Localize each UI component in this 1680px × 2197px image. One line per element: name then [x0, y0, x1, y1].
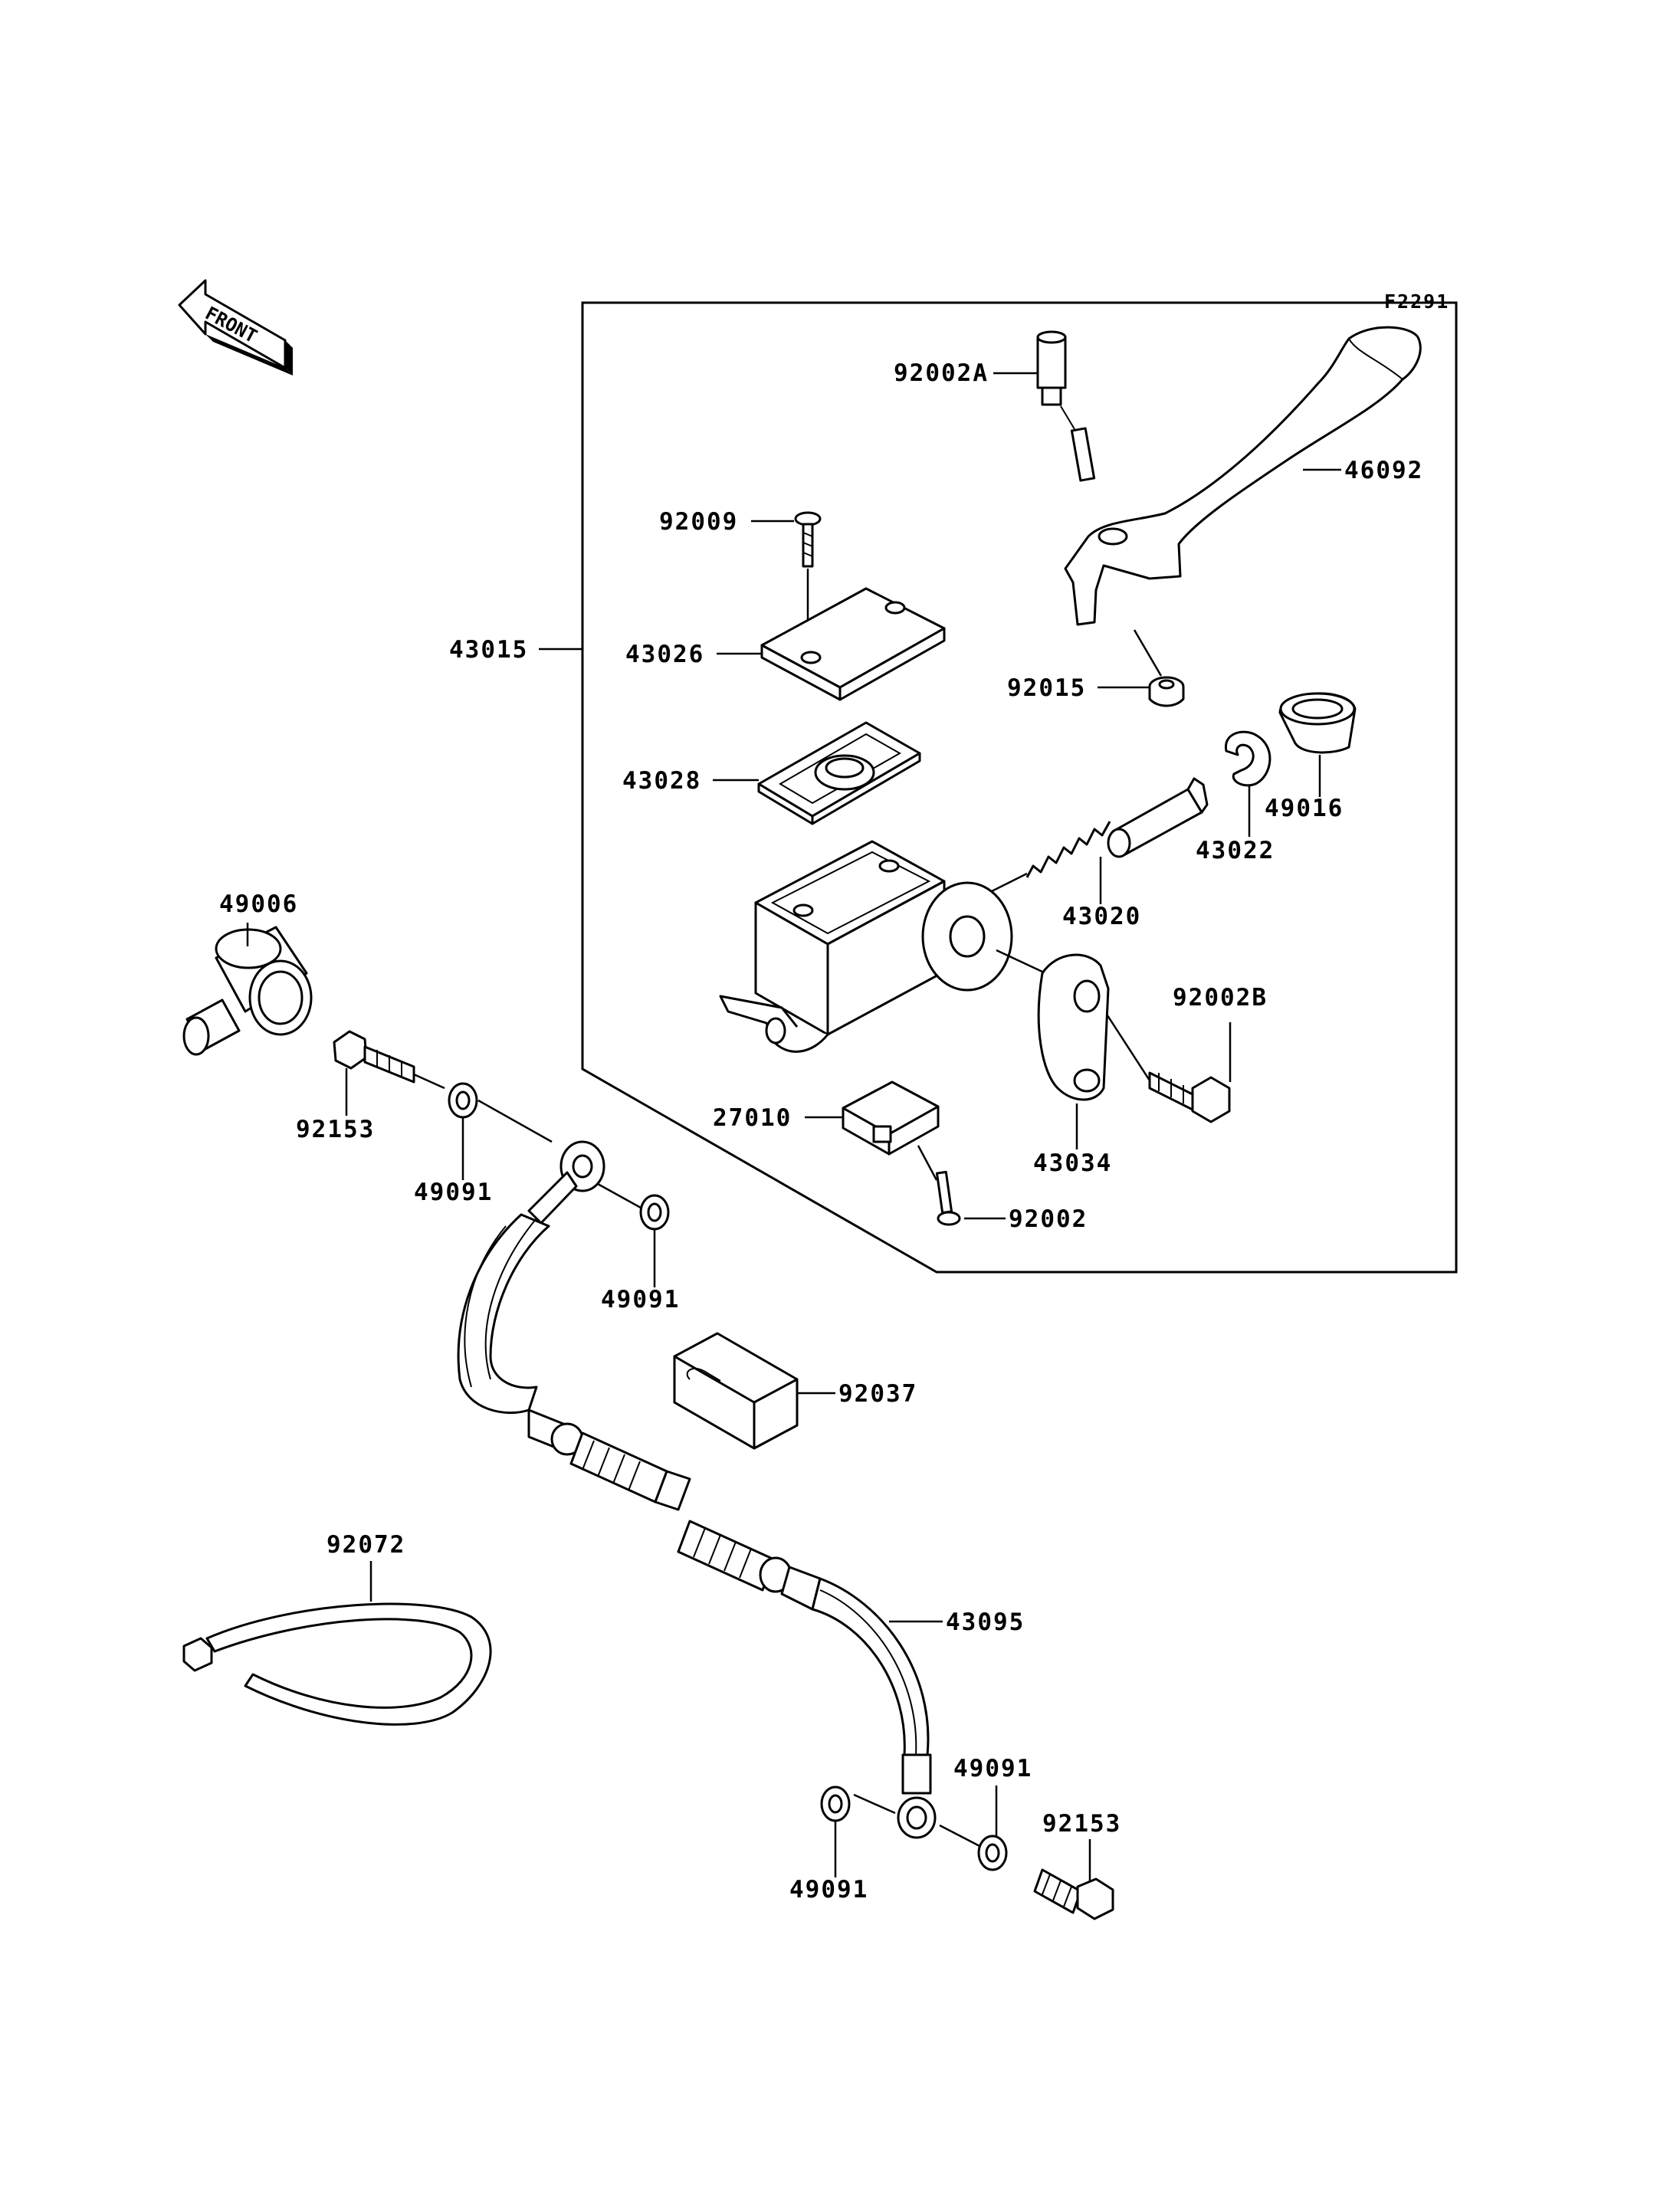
brake-hose-43095 [457, 1140, 937, 1839]
screw-92002 [935, 1170, 961, 1226]
reservoir-cap-43026 [760, 587, 946, 701]
tee-fitting-49006 [182, 926, 313, 1056]
label-49091-d: 49091 [953, 1755, 1032, 1782]
front-arrow-icon: FRONT [178, 279, 293, 375]
label-27010: 27010 [713, 1104, 792, 1132]
label-43034: 43034 [1033, 1149, 1112, 1177]
brake-switch-27010 [842, 1080, 940, 1156]
label-46092: 46092 [1344, 457, 1423, 484]
clamp-43034 [1037, 953, 1110, 1101]
label-49091-c: 49091 [789, 1876, 868, 1904]
label-92009: 92009 [659, 508, 738, 536]
piston-spring-43020 [1025, 777, 1209, 878]
hose-clip-92037 [673, 1332, 799, 1450]
master-cylinder-body [719, 840, 1013, 1053]
bolt-92002b [1148, 1071, 1231, 1123]
label-49006: 49006 [219, 890, 298, 918]
washer-49091-d [977, 1835, 1008, 1871]
washer-49091-a [448, 1082, 478, 1119]
label-43095: 43095 [946, 1608, 1025, 1636]
washer-49091-b [639, 1194, 670, 1231]
label-43020: 43020 [1062, 903, 1141, 930]
circlip-43022 [1225, 730, 1271, 787]
label-43022: 43022 [1196, 837, 1275, 864]
label-43015: 43015 [449, 636, 528, 664]
label-92002b: 92002B [1173, 984, 1268, 1012]
label-92037: 92037 [838, 1380, 917, 1408]
diaphragm-43028 [757, 721, 921, 825]
pivot-pin-92002a [1036, 330, 1096, 482]
cable-tie-92072 [182, 1602, 492, 1726]
label-92002a: 92002A [894, 359, 989, 387]
label-92072: 92072 [326, 1531, 405, 1559]
brake-lever-46092 [1064, 326, 1422, 626]
label-49016: 49016 [1265, 795, 1344, 822]
label-92002: 92002 [1009, 1205, 1088, 1233]
label-92153-bottom: 92153 [1042, 1810, 1121, 1838]
banjo-bolt-92153-bottom [1033, 1868, 1114, 1920]
label-43028: 43028 [622, 767, 701, 795]
label-49091-a: 49091 [414, 1179, 493, 1206]
nut-92015 [1148, 676, 1185, 707]
banjo-bolt-92153-top [333, 1030, 415, 1084]
label-43026: 43026 [625, 641, 704, 668]
screw-92009 [794, 511, 822, 568]
dust-boot-49016 [1278, 692, 1357, 754]
assembly-frame [581, 301, 1458, 1274]
label-92153-top: 92153 [296, 1116, 375, 1143]
label-92015: 92015 [1007, 674, 1086, 702]
washer-49091-c [820, 1785, 851, 1822]
label-49091-b: 49091 [601, 1286, 680, 1313]
